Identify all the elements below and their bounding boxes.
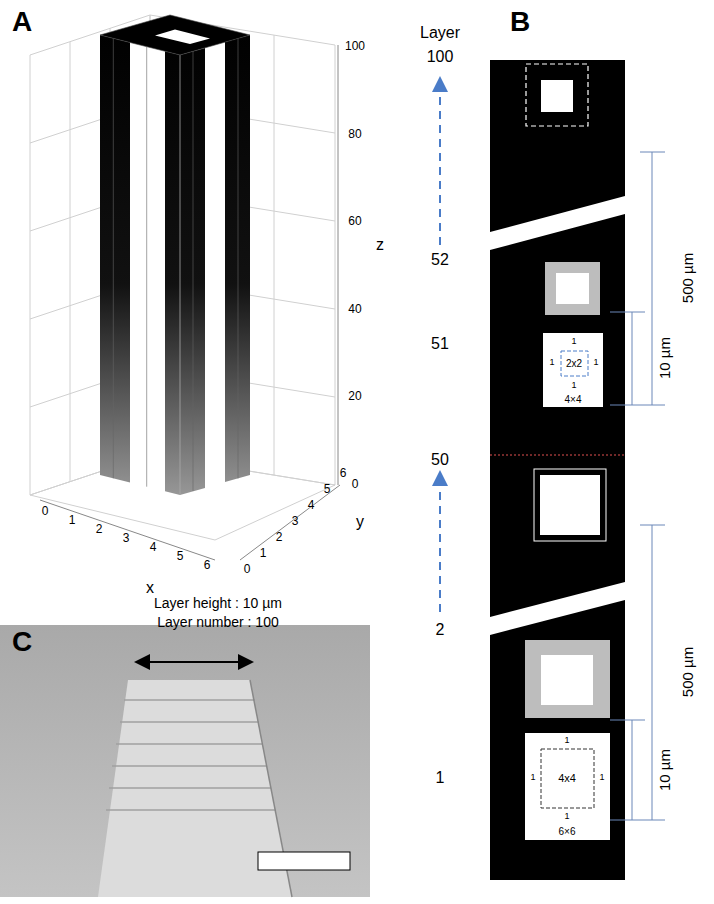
panel-letter: B (510, 7, 530, 38)
axis-tick: 40 (348, 303, 361, 316)
axis-tick: 60 (348, 215, 361, 228)
axis-tick: 2 (276, 531, 283, 544)
dimension: 500 µm (680, 647, 697, 697)
layer-number: 51 (431, 335, 449, 353)
axis-tick: 0 (352, 478, 359, 491)
axis-tick: 1 (260, 547, 267, 560)
pixel-count: 1 (530, 773, 535, 783)
panel-letter: C (12, 627, 32, 658)
dimension: 500 µm (680, 253, 697, 303)
axis-tick: 4 (308, 499, 315, 512)
axis-tick: 1 (69, 514, 76, 527)
axis-tick: 3 (292, 515, 299, 528)
layer-number: 52 (431, 251, 449, 269)
axis-label: y (356, 513, 364, 531)
pixel-count: 4×4 (565, 394, 582, 405)
dimension: 10 µm (657, 337, 674, 379)
pixel-count: 1 (564, 812, 569, 822)
layer-heading: Layer (420, 24, 460, 42)
layer-number: 100 (427, 48, 454, 66)
pixel-count: 2x2 (566, 358, 582, 369)
axis-tick: 100 (345, 40, 365, 53)
axis-tick: 0 (244, 563, 251, 576)
pixel-count: 4x4 (558, 772, 576, 784)
pixel-count: 6×6 (559, 826, 576, 837)
axis-tick: 6 (204, 559, 211, 572)
axis-tick: 20 (348, 390, 361, 403)
axis-tick: 0 (42, 505, 49, 518)
pixel-count: 1 (599, 773, 604, 783)
plot-note: Layer number : 100 (157, 615, 278, 630)
axis-tick: 4 (150, 541, 157, 554)
axis-tick: 80 (348, 128, 361, 141)
axis-tick: 2 (96, 523, 103, 536)
layer-number: 2 (436, 621, 445, 639)
layer-number: 1 (436, 769, 445, 787)
axis-tick: 5 (324, 483, 331, 496)
axis-label: z (376, 236, 384, 254)
dimension: 10 µm (657, 749, 674, 791)
layer-number: 50 (431, 451, 449, 469)
pixel-count: 1 (571, 381, 576, 391)
panel-letter: A (12, 7, 32, 38)
pixel-count: 1 (564, 736, 569, 746)
pixel-count: 1 (549, 358, 554, 368)
plot-note: Layer height : 10 µm (154, 596, 282, 611)
axis-tick: 3 (123, 532, 130, 545)
pixel-count: 1 (571, 337, 576, 347)
pixel-count: 1 (593, 358, 598, 368)
axis-tick: 6 (340, 467, 347, 480)
axis-tick: 5 (177, 550, 184, 563)
axis-label: x (146, 579, 154, 597)
